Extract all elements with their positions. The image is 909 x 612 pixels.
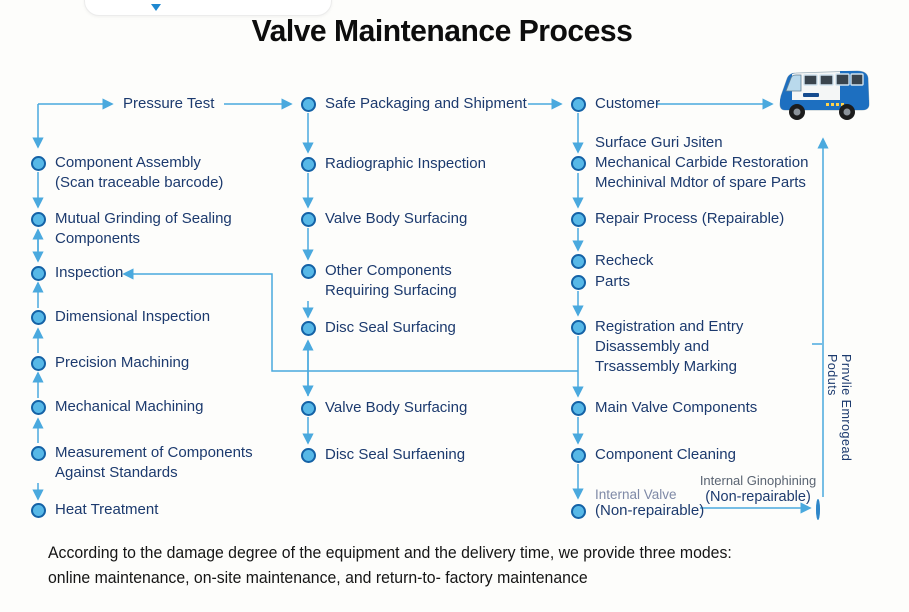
node-bullet-icon	[571, 254, 586, 269]
node-label: Valve Body Surfacing	[325, 210, 468, 227]
node-other-components-surfacing: Other Components Requiring Surfacing	[301, 261, 457, 301]
node-bullet-icon	[31, 356, 46, 371]
footer-line: According to the damage degree of the eq…	[48, 543, 732, 562]
node-bullet-icon	[31, 156, 46, 171]
node-bullet-icon	[301, 448, 316, 463]
node-label: Component Cleaning	[595, 446, 736, 463]
node-bullet-icon	[301, 264, 316, 279]
node-label: Parts	[595, 273, 631, 290]
node-mechanical-machining: Mechanical Machining	[31, 397, 203, 417]
node-carbide-restoration: Surface Guri Jsiten Mechanical Carbide R…	[571, 133, 808, 193]
node-bullet-icon	[571, 401, 586, 416]
node-bullet-icon	[301, 157, 316, 172]
node-label: Safe Packaging and Shipment	[325, 95, 527, 112]
node-bullet-icon	[31, 400, 46, 415]
node-label: Components	[55, 230, 141, 247]
node-bullet-icon	[816, 499, 820, 520]
node-mutual-grinding: Mutual Grinding of Sealing Components	[31, 209, 232, 249]
node-disc-seal-surfacing-2: Disc Seal Surfaening	[301, 445, 465, 465]
node-label: Registration and Entry	[595, 318, 744, 335]
annotation-line: Internal Ginophining	[699, 473, 817, 488]
node-component-assembly: Component Assembly (Scan traceable barco…	[31, 153, 223, 193]
node-dimensional-inspection: Dimensional Inspection	[31, 307, 210, 327]
node-bullet-icon	[31, 266, 46, 281]
node-component-cleaning: Component Cleaning	[571, 445, 736, 465]
node-customer: Customer	[571, 94, 660, 114]
node-label: Mechanical Carbide Restoration	[595, 154, 809, 171]
node-parts: Parts	[571, 272, 630, 292]
node-repair-process: Repair Process (Repairable)	[571, 209, 784, 229]
node-registration-entry: Registration and Entry Disassembly and T…	[571, 317, 743, 377]
node-label: Precision Machining	[55, 354, 190, 371]
node-precision-machining: Precision Machining	[31, 353, 189, 373]
node-label: Internal Valve	[595, 487, 677, 502]
delivery-truck-icon	[779, 70, 870, 120]
node-label: Heat Treatment	[55, 501, 159, 518]
node-label: Trsassembly Marking	[595, 358, 737, 375]
node-label: Radiographic Inspection	[325, 155, 486, 172]
node-radiographic-inspection: Radiographic Inspection	[301, 154, 486, 174]
node-bullet-icon	[571, 97, 586, 112]
node-bullet-icon	[31, 446, 46, 461]
node-bullet-icon	[31, 503, 46, 518]
node-bullet-icon	[31, 212, 46, 227]
node-bullet-icon	[571, 212, 586, 227]
footer-note: According to the damage degree of the eq…	[48, 540, 732, 590]
node-bullet-icon	[571, 504, 586, 519]
connector-group	[32, 98, 829, 514]
node-pressure-test: Pressure Test	[123, 94, 214, 114]
node-measurement-standards: Measurement of Components Against Standa…	[31, 443, 253, 483]
node-label: Customer	[595, 95, 661, 112]
node-label: Against Standards	[55, 464, 178, 481]
node-label: Mechanical Machining	[55, 398, 204, 415]
node-bullet-icon	[301, 401, 316, 416]
node-bullet-icon	[301, 97, 316, 112]
node-label: Dimensional Inspection	[55, 308, 211, 325]
annotation-line: (Non-repairable)	[705, 489, 811, 505]
node-bullet-icon	[571, 156, 586, 171]
label-internal-ginophining: Internal Ginophining (Non-repairable)	[688, 472, 828, 506]
node-label: Mutual Grinding of Sealing	[55, 210, 232, 227]
node-disc-seal-surfacing-1: Disc Seal Surfacing	[301, 318, 456, 338]
node-label: Component Assembly	[55, 154, 201, 171]
node-label: Measurement of Components	[55, 444, 253, 461]
node-label: Main Valve Components	[595, 399, 758, 416]
node-label: Inspection	[55, 264, 124, 281]
node-recheck: Recheck	[571, 251, 653, 271]
node-safe-packaging: Safe Packaging and Shipment	[301, 94, 527, 114]
node-main-valve-components: Main Valve Components	[571, 398, 757, 418]
node-bullet-icon	[571, 448, 586, 463]
node-valve-body-surfacing-2: Valve Body Surfacing	[301, 398, 467, 418]
label-provide-damaged-parts: Prnvlie Emrogead Poduts	[824, 352, 854, 504]
node-return-endpoint	[816, 499, 820, 520]
node-label: Disc Seal Surfaening	[325, 446, 466, 463]
node-heat-treatment: Heat Treatment	[31, 500, 158, 520]
node-label: Disassembly and	[595, 338, 710, 355]
node-label: Pressure Test	[123, 95, 215, 112]
page-title: Valve Maintenance Process	[251, 13, 633, 48]
dropdown-arrow-icon	[151, 4, 161, 11]
node-valve-body-surfacing-1: Valve Body Surfacing	[301, 209, 467, 229]
node-label: Recheck	[595, 252, 654, 269]
node-label: Repair Process (Repairable)	[595, 210, 785, 227]
node-label: Disc Seal Surfacing	[325, 319, 456, 336]
node-label: (Non-repairable)	[595, 502, 705, 519]
node-label: Surface Guri Jsiten	[595, 134, 723, 151]
node-internal-valve: Internal Valve (Non-repairable)	[571, 488, 704, 521]
node-bullet-icon	[571, 275, 586, 290]
node-label: Requiring Surfacing	[325, 282, 457, 299]
node-bullet-icon	[31, 310, 46, 325]
node-bullet-icon	[301, 212, 316, 227]
node-bullet-icon	[571, 320, 586, 335]
node-bullet-icon	[301, 321, 316, 336]
node-label: (Scan traceable barcode)	[55, 174, 224, 191]
footer-line: online maintenance, on-site maintenance,…	[48, 568, 588, 587]
node-label: Mechinival Mdtor of spare Parts	[595, 174, 806, 191]
node-label: Other Components	[325, 262, 452, 279]
node-inspection: Inspection	[31, 263, 123, 283]
node-label: Valve Body Surfacing	[325, 399, 468, 416]
